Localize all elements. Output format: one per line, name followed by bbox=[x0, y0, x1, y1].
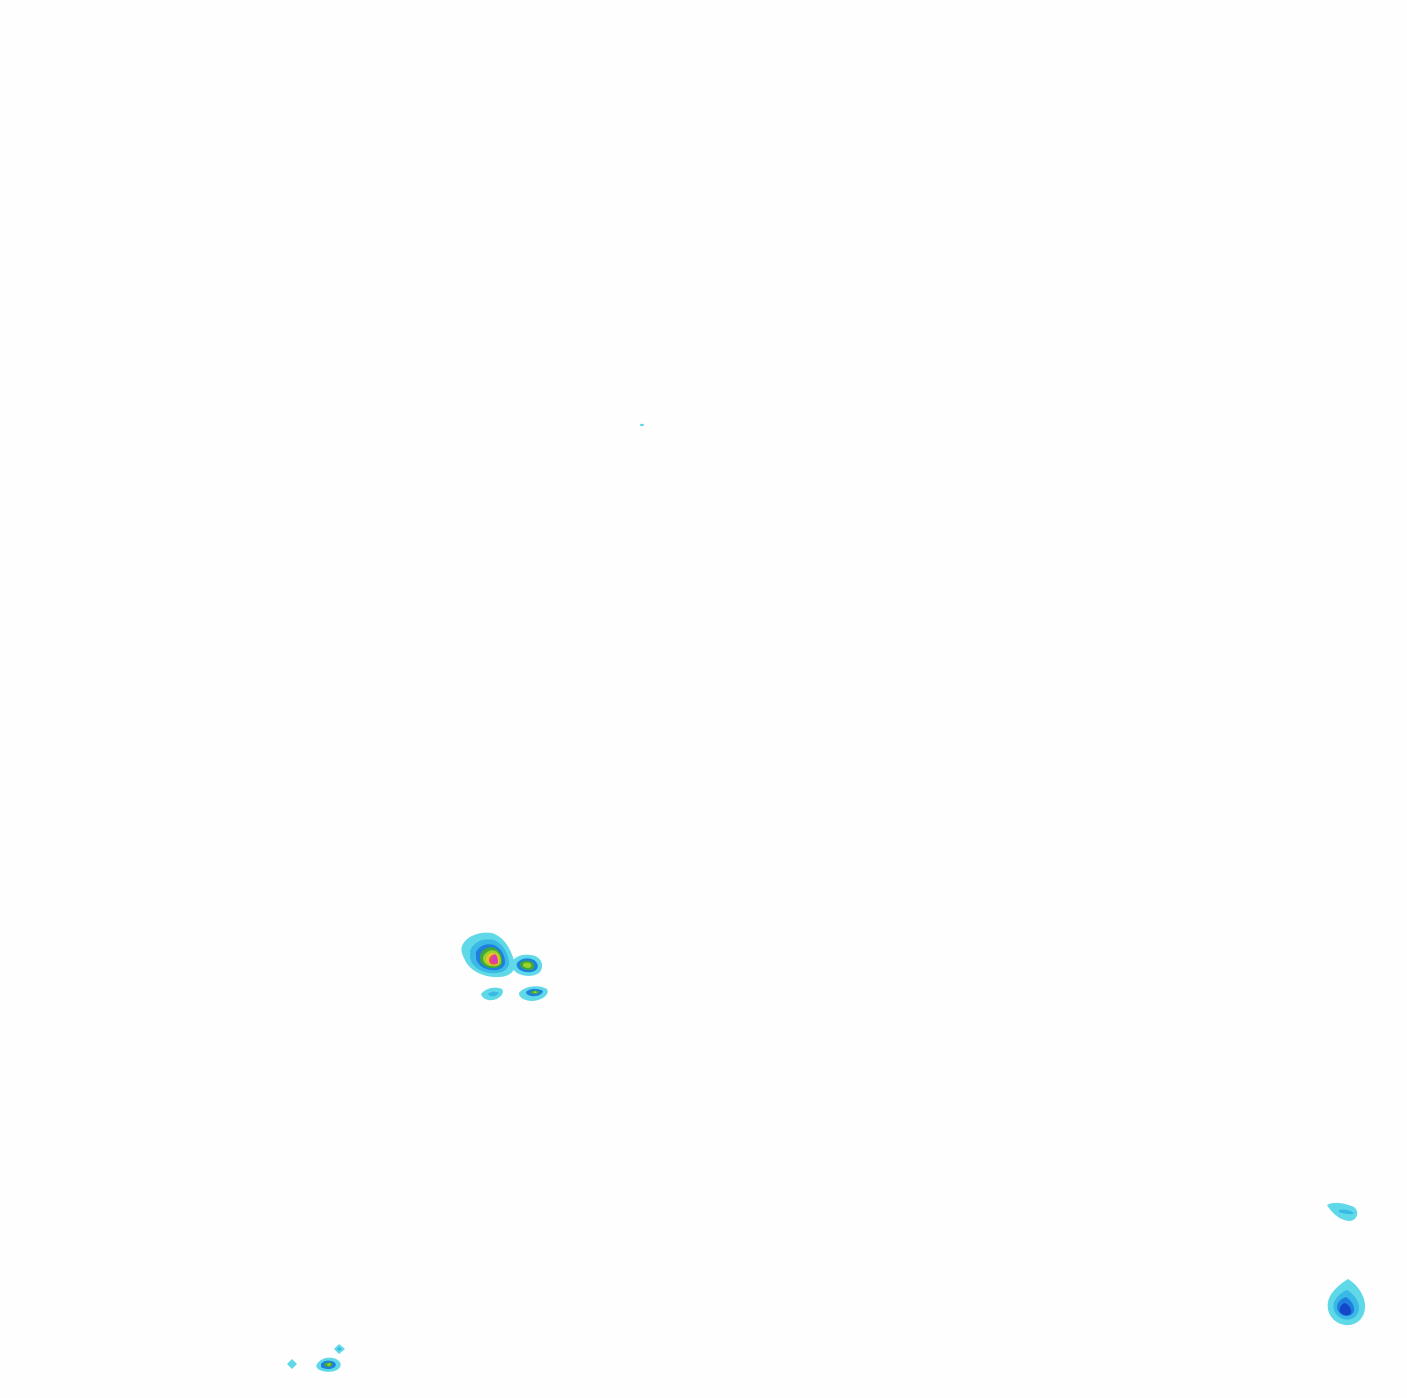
cell-central-south-east bbox=[519, 986, 548, 1001]
cell-north-speck bbox=[640, 423, 644, 427]
cell-southwest-small-b bbox=[287, 1359, 297, 1369]
cell-southwest-small-a bbox=[334, 1344, 345, 1354]
cell-east-lower bbox=[1327, 1279, 1366, 1326]
cell-central-main bbox=[461, 932, 515, 978]
cell-southwest-large bbox=[316, 1357, 341, 1372]
cell-central-east bbox=[511, 954, 543, 976]
cell-east-upper bbox=[1327, 1202, 1358, 1221]
cell-central-south-west bbox=[481, 987, 503, 1001]
